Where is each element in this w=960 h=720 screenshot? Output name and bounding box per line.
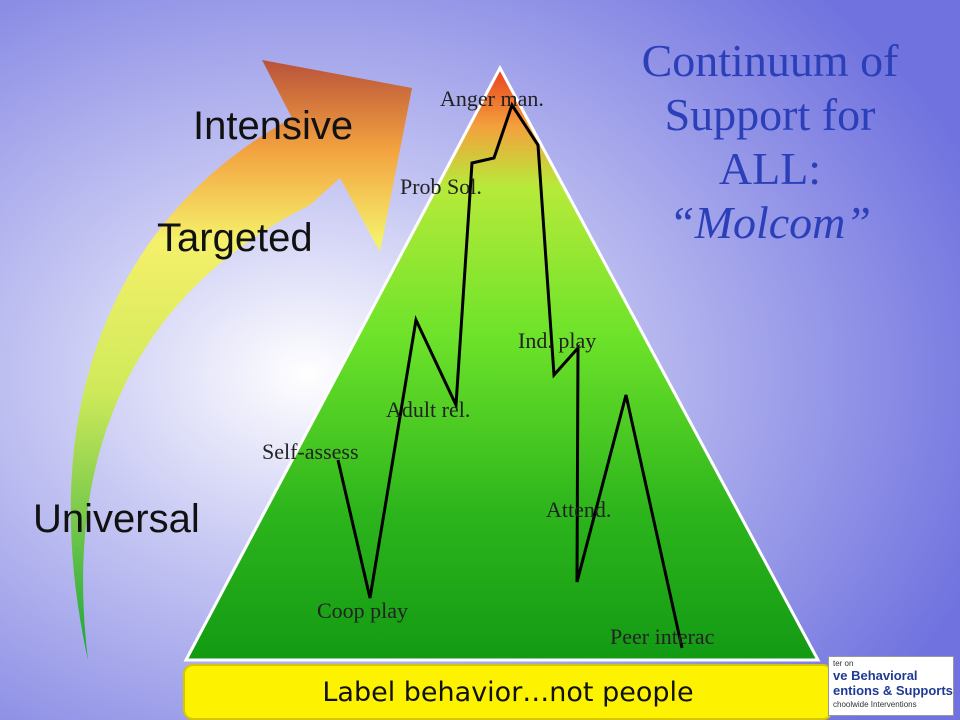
label-anger-management: Anger man. <box>440 86 544 111</box>
tier-universal: Universal <box>33 497 200 541</box>
pyramid <box>183 64 821 662</box>
logo-line-4: choolwide Interventions <box>833 700 917 709</box>
label-problem-solving: Prob Sol. <box>400 174 482 199</box>
logo-line-2: ve Behavioral <box>833 668 918 683</box>
label-peer-interaction: Peer interac <box>610 624 715 649</box>
title-line-3: ALL: <box>718 143 822 194</box>
logo-line-1: ter on <box>833 659 854 668</box>
logo-line-3: entions & Supports <box>833 683 953 698</box>
label-coop-play: Coop play <box>317 598 409 623</box>
slide-title: Continuum of Support for ALL: “Molcom” <box>620 34 920 250</box>
pbis-logo: ter on ve Behavioral entions & Supports … <box>828 656 954 716</box>
title-line-4: “Molcom” <box>669 197 871 248</box>
label-behavior-banner: Label behavior…not people <box>183 664 833 720</box>
label-adult-relations: Adult rel. <box>386 397 471 422</box>
title-line-2: Support for <box>664 89 876 140</box>
curved-arrow <box>70 60 412 660</box>
label-independent-play: Ind. play <box>518 328 597 353</box>
tier-intensive: Intensive <box>193 104 354 148</box>
behavior-profile-line <box>336 101 684 649</box>
label-attend: Attend. <box>546 497 612 522</box>
tier-targeted: Targeted <box>157 216 313 260</box>
label-self-assess: Self-assess <box>262 439 359 464</box>
title-line-1: Continuum of <box>641 35 899 86</box>
